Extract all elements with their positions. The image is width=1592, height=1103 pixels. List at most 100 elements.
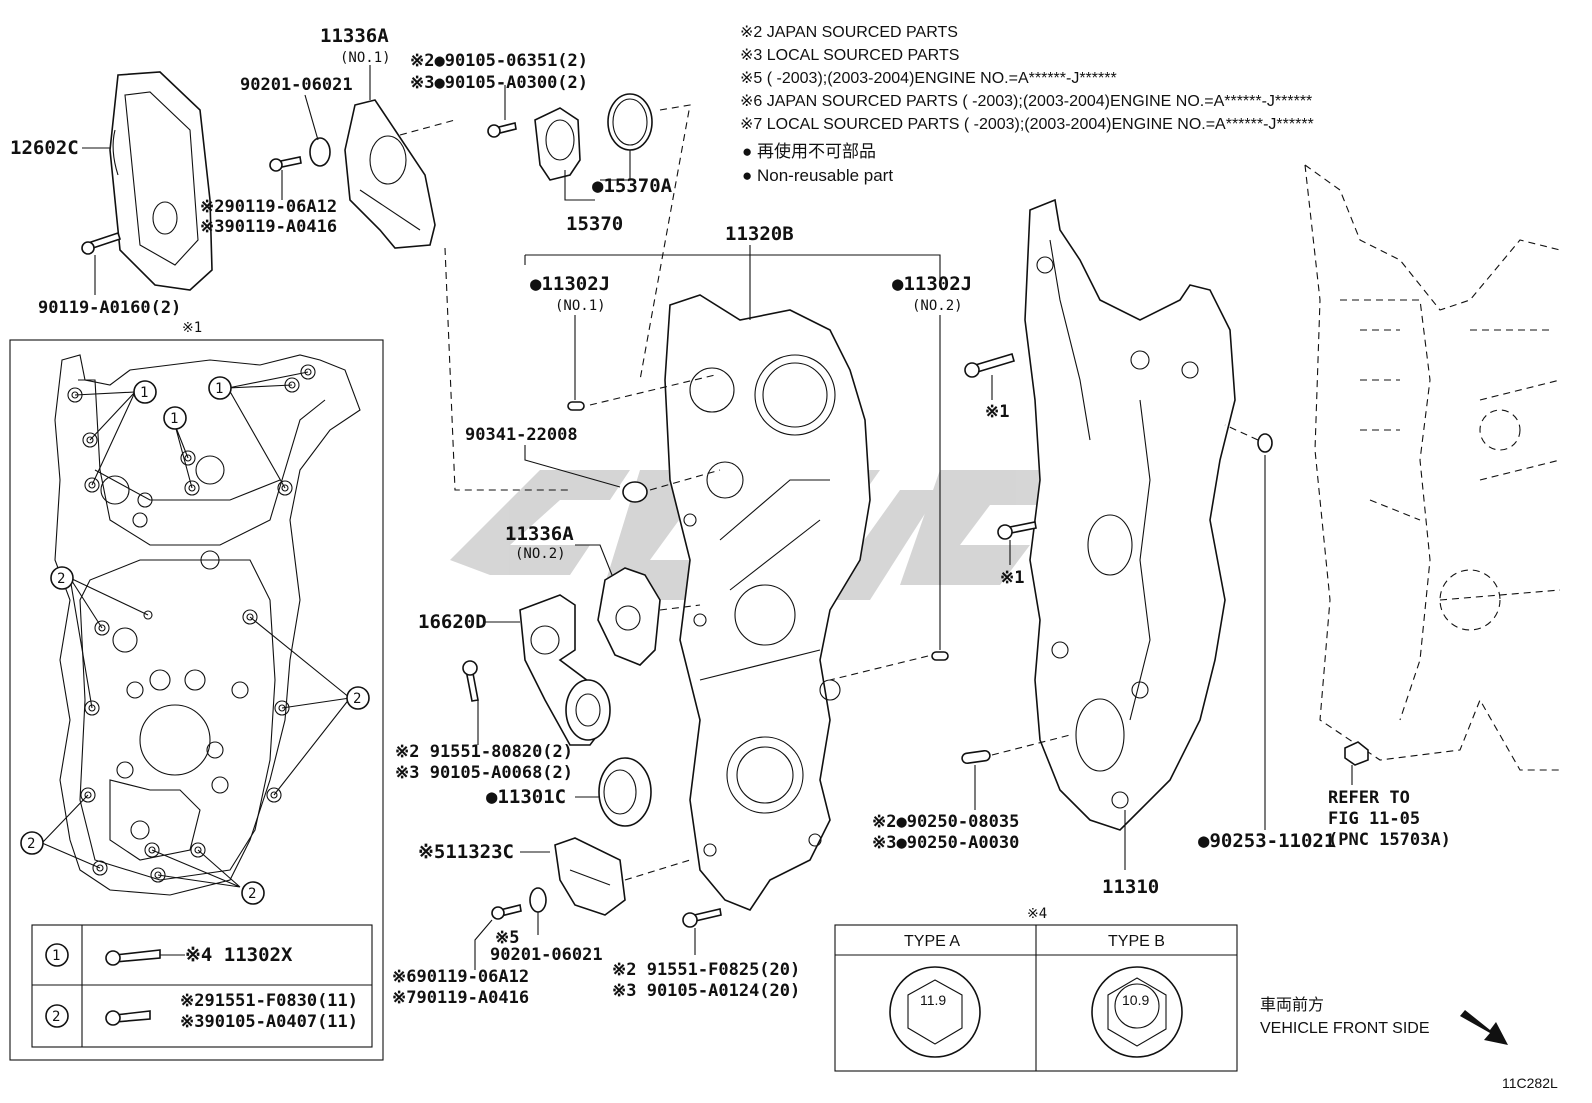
label-11320b: 11320B — [725, 223, 794, 245]
label-90253-11021: ●90253-11021 — [1198, 830, 1335, 852]
label-type-a: TYPE A — [904, 933, 960, 950]
svg-text:1: 1 — [140, 385, 148, 401]
pin-11302j-no1: ●11302J (NO.1) — [530, 273, 716, 411]
callout-2d — [241, 881, 265, 905]
gasket-callout-leaders — [41, 371, 351, 888]
label-90119-a0160: 90119-A0160(2) — [38, 298, 181, 318]
label-mark1b: ※1 — [1000, 568, 1024, 588]
label-90119-a0416-top: ※390119-A0416 — [200, 217, 337, 237]
callout-1c — [208, 376, 232, 400]
type-table: ※4 TYPE A TYPE B 11.9 10.9 — [834, 906, 1238, 1072]
bracket-11336a-no1: 11336A (NO.1) — [320, 25, 436, 249]
label-90250-08035: ※2●90250-08035 — [872, 812, 1019, 832]
label-11302j-no2-sub: (NO.2) — [912, 298, 963, 314]
svg-text:2: 2 — [248, 886, 256, 902]
callout-2c — [20, 831, 44, 855]
label-90105-a0300: ※3●90105-A0300(2) — [410, 73, 588, 93]
callout-1a — [133, 380, 157, 404]
label-front-en: VEHICLE FRONT SIDE — [1260, 1020, 1430, 1037]
bolt-mark1b: ※1 — [997, 521, 1037, 588]
label-90250-a0030: ※3●90250-A0030 — [872, 833, 1019, 853]
label-11310: 11310 — [1102, 876, 1159, 898]
label-mark1-box: ※1 — [182, 320, 202, 336]
plug-90253-11021: ●90253-11021 — [1198, 424, 1335, 852]
timing-cover-11320b: 11320B — [664, 223, 871, 911]
note-local-sourced: ※3 LOCAL SOURCED PARTS — [740, 47, 959, 64]
callout-2a — [50, 566, 74, 590]
label-11336a-no2-sub: (NO.2) — [515, 546, 566, 562]
oring-15370a: ●15370A — [592, 93, 673, 197]
label-90119-06a12-top: ※290119-06A12 — [200, 197, 337, 217]
washer-90201-06021-bot: 90201-06021 — [490, 887, 603, 965]
note-japan-sourced: ※2 JAPAN SOURCED PARTS — [740, 24, 958, 41]
label-90201-06021-top: 90201-06021 — [240, 75, 353, 95]
legend-row2-part-a: ※291551-F0830(11) — [180, 991, 358, 1011]
bolt-90119-06a12-top: ※290119-06A12 ※390119-A0416 — [200, 156, 337, 237]
bolt-91551-80820: ※2 91551-80820(2) ※3 90105-A0068(2) — [395, 660, 573, 783]
svg-text:1: 1 — [215, 381, 223, 397]
label-11301c: ●11301C — [486, 786, 566, 808]
gasket-callouts: 1 1 1 2 2 2 2 — [20, 376, 370, 905]
label-11302j-no1: ●11302J — [530, 273, 610, 295]
value-type-a: 11.9 — [920, 992, 946, 1008]
washer-90201-06021-top: 90201-06021 — [240, 75, 353, 167]
gasket-outline — [54, 354, 361, 896]
legend-non-reusable-en: ● Non-reusable part — [742, 166, 893, 185]
label-mark4: ※4 — [1027, 906, 1047, 922]
part-15370: 15370 — [534, 107, 623, 235]
label-11336a-no1: 11336A — [320, 25, 389, 47]
label-15370: 15370 — [566, 213, 623, 235]
label-11336a-no1-sub: (NO.1) — [340, 50, 391, 66]
bracket-11336a-no2: 11336A (NO.2) — [505, 523, 701, 666]
bolt-91551-f0825: ※2 91551-F0825(20) ※3 90105-A0124(20) — [612, 908, 800, 1001]
tensioner-16620d: 16620D — [418, 594, 611, 746]
label-11302j-no1-sub: (NO.1) — [555, 298, 606, 314]
bolt-90119-a0160: 90119-A0160(2) — [38, 231, 181, 318]
label-12602c: 12602C — [10, 137, 79, 159]
label-type-b: TYPE B — [1108, 933, 1165, 950]
svg-text:1: 1 — [170, 411, 178, 427]
legend-row2-num: 2 — [52, 1009, 60, 1025]
svg-text:2: 2 — [57, 571, 65, 587]
label-mark1a: ※1 — [985, 402, 1009, 422]
chain-case-11310: 11310 — [1024, 198, 1236, 898]
gasket-box — [9, 339, 384, 1061]
engine-block: REFER TO FIG 11-05 (PNC 15703A) — [1304, 164, 1561, 850]
figure-code: 11C282L — [1502, 1075, 1558, 1091]
label-refer-pnc: (PNC 15703A) — [1328, 830, 1451, 850]
callout-1b — [163, 406, 187, 430]
label-16620d: 16620D — [418, 611, 487, 633]
label-90119-a0416-bot: ※790119-A0416 — [392, 988, 529, 1008]
label-90201-06021-bot: 90201-06021 — [490, 945, 603, 965]
leader-11320b-bracket — [525, 254, 941, 280]
pin-11302j-no2: ●11302J (NO.2) — [829, 273, 972, 681]
pin-90250: ※2●90250-08035 ※3●90250-A0030 — [872, 734, 1071, 853]
seal-11301c: ●11301C — [486, 757, 652, 827]
label-15370a: ●15370A — [592, 175, 673, 197]
label-90105-06351: ※2●90105-06351(2) — [410, 51, 588, 71]
label-11302j-no2: ●11302J — [892, 273, 972, 295]
legend-row1-num: 1 — [52, 948, 60, 964]
value-type-b: 10.9 — [1122, 992, 1149, 1008]
label-refer-to: REFER TO — [1328, 788, 1410, 808]
cover-12602c: 12602C — [10, 71, 213, 291]
bolt-legend-table: 1 2 ※4 11302X ※291551-F0830(11) ※390105-… — [31, 924, 373, 1048]
bolt-90105-06351: ※2●90105-06351(2) ※3●90105-A0300(2) — [410, 51, 588, 138]
legend-non-reusable-jp: ● 再使用不可部品 — [742, 141, 876, 161]
note-japan-engine-range: ※6 JAPAN SOURCED PARTS ( -2003);(2003-20… — [740, 93, 1312, 110]
label-mark5: ※5 — [495, 928, 519, 948]
callout-2b — [346, 686, 370, 710]
note-local-engine-range: ※7 LOCAL SOURCED PARTS ( -2003);(2003-20… — [740, 116, 1314, 133]
notes-block: ※2 JAPAN SOURCED PARTS ※3 LOCAL SOURCED … — [740, 24, 1314, 185]
legend-row2-part-b: ※390105-A0407(11) — [180, 1012, 358, 1032]
legend-row1-part: ※4 11302X — [185, 944, 293, 966]
gasket-bolt-holes — [67, 364, 316, 883]
label-refer-fig: FIG 11-05 — [1328, 809, 1420, 829]
label-91551-80820: ※2 91551-80820(2) — [395, 742, 573, 762]
label-90119-06a12-bot: ※690119-06A12 — [392, 967, 529, 987]
note-engine-range: ※5 ( -2003);(2003-2004)ENGINE NO.=A*****… — [740, 70, 1117, 87]
vehicle-front-indicator: 車両前方 VEHICLE FRONT SIDE 11C282L — [1260, 996, 1558, 1091]
label-90105-a0068: ※3 90105-A0068(2) — [395, 763, 573, 783]
